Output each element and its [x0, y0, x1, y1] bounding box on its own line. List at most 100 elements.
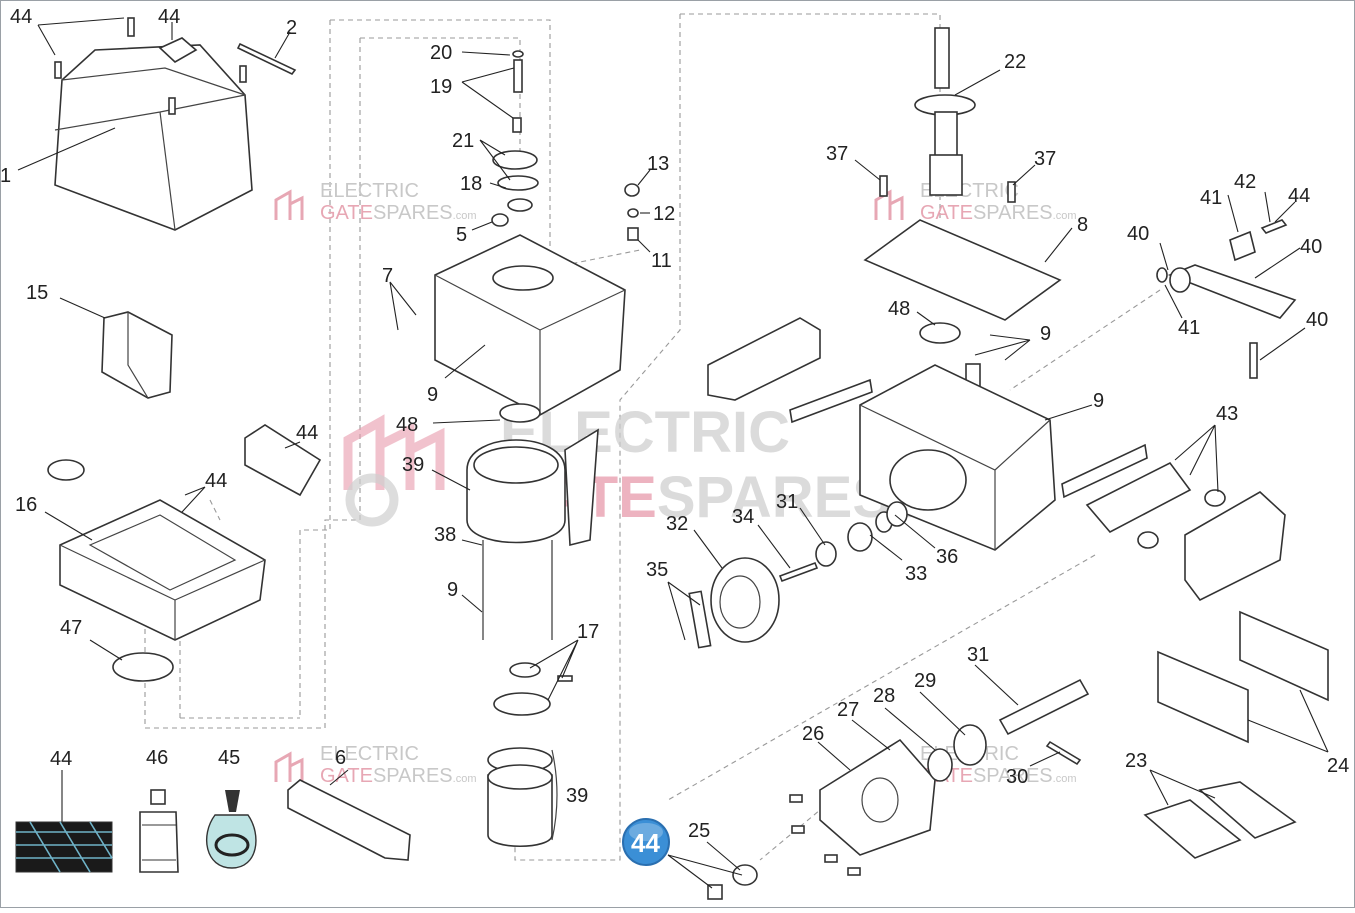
part-base-housing: [59, 499, 266, 641]
watermark-3-line1: ELECTRIC: [320, 743, 419, 765]
label-23: 23: [1125, 750, 1147, 772]
part-motor: [466, 403, 599, 547]
label-22: 22: [1004, 51, 1026, 73]
label-39-a: 39: [402, 454, 424, 476]
label-9-d: 9: [1093, 390, 1104, 412]
label-31-a: 31: [776, 491, 798, 513]
label-48-b: 48: [888, 298, 910, 320]
label-16: 16: [15, 494, 37, 516]
part-flange-bearings: [927, 724, 987, 782]
part-cap: [47, 459, 85, 481]
label-9-c: 9: [1040, 323, 1051, 345]
label-24: 24: [1327, 755, 1349, 777]
label-8: 8: [1077, 214, 1088, 236]
watermark-1-com: .com: [453, 210, 477, 222]
label-29: 29: [914, 670, 936, 692]
label-9-b: 9: [447, 579, 458, 601]
watermark-small-3: ELECTRIC GATESPARES.com: [274, 743, 476, 787]
label-9-a: 9: [427, 384, 438, 406]
label-1: 1: [0, 165, 11, 187]
label-17: 17: [577, 621, 599, 643]
label-40-b: 40: [1300, 236, 1322, 258]
part-flange-bolts: [789, 794, 861, 876]
label-44-e: 44: [1288, 185, 1310, 207]
part-planetary-gearbox: [487, 747, 558, 848]
label-21: 21: [452, 130, 474, 152]
label-44-d: 44: [205, 470, 227, 492]
label-45: 45: [218, 747, 240, 769]
watermark-1-line1: ELECTRIC: [320, 180, 419, 202]
part-anchor-plates: [1143, 781, 1297, 859]
label-20: 20: [430, 42, 452, 64]
label-27: 27: [837, 699, 859, 721]
label-38: 38: [434, 524, 456, 546]
part-pinion-shaft: [998, 678, 1090, 736]
part-end-washer-screw: [707, 864, 758, 900]
part-limit-lever: [1156, 219, 1297, 379]
part-gearbox-housing: [859, 322, 1056, 551]
part-labels: 44 44 2 1 20 19 21 18 5 13 12 11 7 9 15 …: [0, 6, 1349, 842]
part-dowel-pins: [879, 175, 1016, 203]
label-44-c: 44: [296, 422, 318, 444]
watermark-3-line2: GATESPARES.com: [320, 765, 476, 787]
label-31-b: 31: [967, 644, 989, 666]
label-5: 5: [456, 224, 467, 246]
part-tie-rods: [482, 540, 553, 640]
label-18: 18: [460, 173, 482, 195]
label-40-a: 40: [1127, 223, 1149, 245]
label-12: 12: [653, 203, 675, 225]
label-19: 19: [430, 76, 452, 98]
part-circlips: [493, 662, 573, 716]
watermark-4-spares: SPARES: [973, 765, 1053, 787]
label-48-a: 48: [396, 414, 418, 436]
part-oil-bottle: [139, 789, 179, 873]
part-key: [1045, 740, 1082, 766]
label-6: 6: [335, 747, 346, 769]
label-39-b: 39: [566, 785, 588, 807]
part-drive-gear: [688, 557, 780, 649]
part-cover-screws: [54, 17, 247, 115]
part-gear-pin-bearings: [778, 501, 908, 583]
part-mesh: [15, 821, 113, 873]
label-32: 32: [666, 513, 688, 535]
part-gasket: [863, 219, 1062, 321]
part-motor-housing: [434, 234, 626, 416]
watermark-1-gate: GATE: [320, 202, 373, 224]
label-44-f: 44: [50, 748, 72, 770]
part-output-shaft: [914, 27, 976, 196]
label-11: 11: [651, 250, 672, 272]
label-46: 46: [146, 747, 168, 769]
watermark-small-1: ELECTRIC GATESPARES.com: [274, 180, 477, 224]
part-flange: [819, 738, 936, 856]
watermark-large-spares: SPARES: [657, 465, 891, 530]
label-30: 30: [1006, 766, 1028, 788]
watermark-1-spares: SPARES: [373, 202, 453, 224]
label-37-a: 37: [826, 143, 848, 165]
badge-44-text: 44: [631, 828, 660, 858]
watermark-2-com: .com: [1053, 210, 1077, 222]
part-cover: [54, 44, 253, 231]
label-41-a: 41: [1200, 187, 1222, 209]
part-circuit-board: [101, 311, 173, 399]
part-housing-small-parts: [491, 50, 640, 241]
label-42: 42: [1234, 171, 1256, 193]
part-wire: [236, 42, 297, 76]
badge-44: 44: [622, 818, 670, 866]
part-release-handle: [707, 317, 873, 424]
watermark-3-com: .com: [453, 773, 477, 785]
label-44-a: 44: [10, 6, 32, 28]
label-47: 47: [60, 617, 82, 639]
label-41-b: 41: [1178, 317, 1200, 339]
part-rail: [287, 779, 411, 861]
label-26: 26: [802, 723, 824, 745]
label-28: 28: [873, 685, 895, 707]
label-7: 7: [382, 265, 393, 287]
part-o-ring: [112, 652, 174, 682]
watermark-3-gate: GATE: [320, 765, 373, 787]
label-43: 43: [1216, 403, 1238, 425]
label-35: 35: [646, 559, 668, 581]
label-34: 34: [732, 506, 754, 528]
watermark-2-line2: GATESPARES.com: [920, 202, 1076, 224]
